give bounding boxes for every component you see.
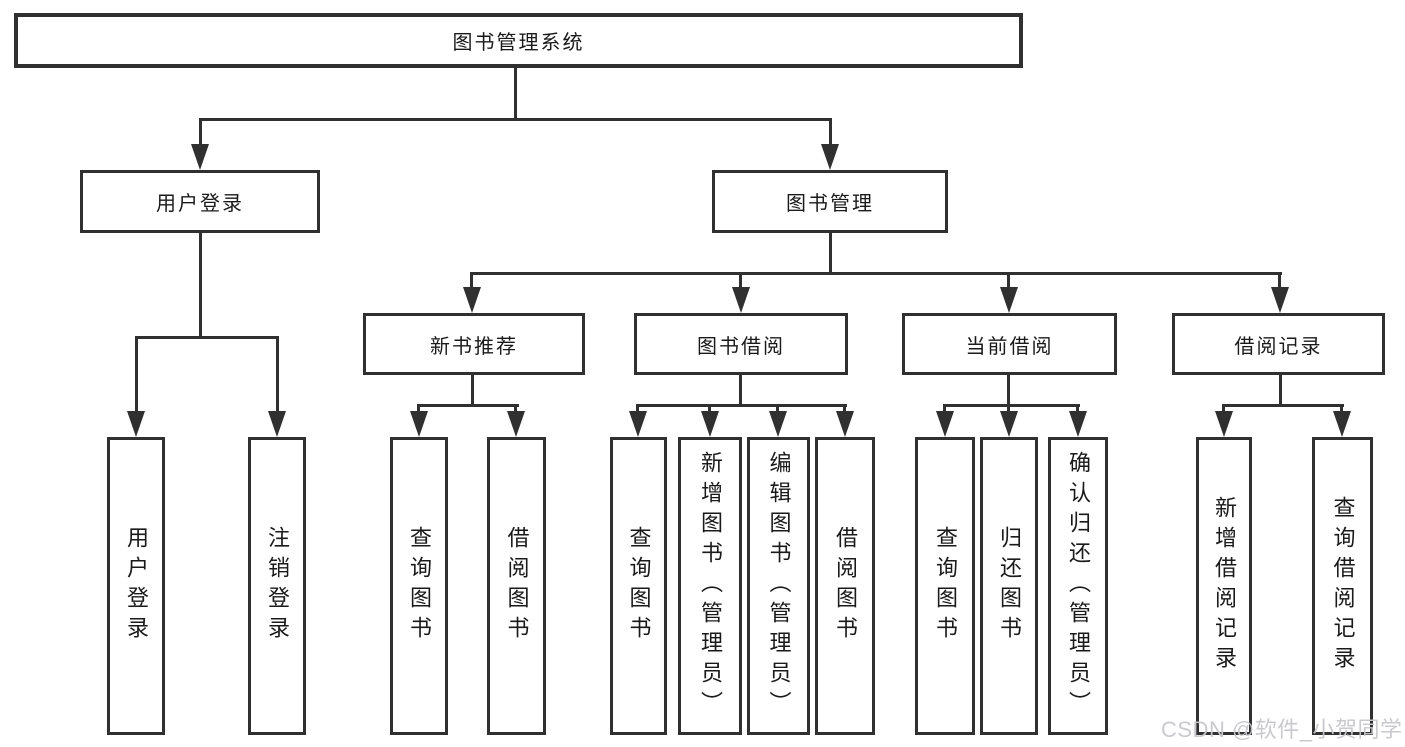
node-user-login-branch: 用户登录 <box>80 170 320 233</box>
connector-line <box>1222 404 1344 407</box>
arrow-down-icon <box>629 411 647 437</box>
connector-line <box>470 272 1282 275</box>
connector-line <box>1076 404 1079 415</box>
leaf-borrow-query-books: 查询图书 <box>610 437 667 735</box>
connector-line <box>739 375 742 407</box>
arrow-down-icon <box>836 411 854 437</box>
node-label: 借阅图书 <box>504 526 530 646</box>
connector-line <box>470 272 473 290</box>
node-label: 查询图书 <box>933 526 958 646</box>
leaf-recommend-query-books: 查询图书 <box>390 437 448 735</box>
connector-line <box>636 404 639 415</box>
connector-line <box>1007 404 1010 415</box>
connector-line <box>417 404 420 415</box>
node-label: 图书借阅 <box>697 335 785 358</box>
node-label: 确认归还（管理员） <box>1066 451 1091 721</box>
node-label: 图书管理 <box>786 193 874 215</box>
connector-line <box>135 336 138 415</box>
leaf-user-login: 用户登录 <box>107 437 165 735</box>
leaf-recommend-borrow-books: 借阅图书 <box>487 437 546 735</box>
arrow-down-icon <box>732 287 750 313</box>
node-label: 用户登录 <box>156 193 244 215</box>
arrow-down-icon <box>127 411 145 437</box>
arrow-down-icon <box>1271 287 1289 313</box>
arrow-down-icon <box>936 411 954 437</box>
node-label: 用户登录 <box>124 526 149 646</box>
leaf-current-query-books: 查询图书 <box>915 437 975 735</box>
connector-line <box>776 404 779 415</box>
connector-line <box>708 404 711 415</box>
arrow-down-icon <box>268 411 286 437</box>
node-library-management-system: 图书管理系统 <box>14 13 1023 68</box>
connector-line <box>829 233 832 275</box>
arrow-down-icon <box>507 411 525 437</box>
leaf-borrow-borrow-books: 借阅图书 <box>815 437 875 735</box>
connector-line <box>1278 272 1281 290</box>
node-label: 借阅图书 <box>833 526 858 646</box>
connector-line <box>1279 375 1282 407</box>
connector-line <box>276 336 279 415</box>
arrow-down-icon <box>769 411 787 437</box>
arrow-down-icon <box>1333 411 1351 437</box>
connector-line <box>1007 272 1010 290</box>
connector-line <box>199 233 202 338</box>
leaf-borrow-edit-books-admin: 编辑图书（管理员） <box>747 437 810 735</box>
arrow-down-icon <box>1215 411 1233 437</box>
arrow-down-icon <box>463 287 481 313</box>
node-label: 新增图书（管理员） <box>698 451 723 721</box>
connector-line <box>471 375 474 407</box>
node-borrowing-records: 借阅记录 <box>1172 313 1385 375</box>
arrow-down-icon <box>410 411 428 437</box>
node-label: 新书推荐 <box>430 335 518 358</box>
node-label: 借阅记录 <box>1234 335 1323 358</box>
connector-line <box>1007 375 1010 407</box>
watermark-text: CSDN @软件_小贺同学 <box>1161 717 1403 742</box>
node-label: 新增借阅记录 <box>1212 496 1237 676</box>
connector-line <box>943 404 1080 407</box>
leaf-records-add-record: 新增借阅记录 <box>1196 437 1252 735</box>
node-label: 查询图书 <box>407 526 432 646</box>
connector-line <box>514 404 517 415</box>
connector-line <box>943 404 946 415</box>
connector-line <box>199 118 832 121</box>
arrow-down-icon <box>191 144 209 170</box>
connector-line <box>739 272 742 290</box>
connector-line <box>199 118 202 148</box>
node-label: 图书管理系统 <box>452 32 585 54</box>
leaf-borrow-add-books-admin: 新增图书（管理员） <box>678 437 742 735</box>
connector-line <box>636 404 847 407</box>
node-label: 查询图书 <box>626 526 652 646</box>
arrow-down-icon <box>701 411 719 437</box>
node-label: 当前借阅 <box>965 335 1054 358</box>
leaf-logout: 注销登录 <box>248 437 306 735</box>
arrow-down-icon <box>1069 411 1087 437</box>
connector-line <box>417 404 519 407</box>
node-label: 编辑图书（管理员） <box>766 451 792 721</box>
leaf-records-query-record: 查询借阅记录 <box>1312 437 1373 735</box>
connector-line <box>514 68 517 120</box>
node-current-borrowing: 当前借阅 <box>902 313 1117 375</box>
node-new-book-recommendation: 新书推荐 <box>363 313 585 375</box>
node-book-borrowing: 图书借阅 <box>634 313 848 375</box>
connector-line <box>1222 404 1225 415</box>
connector-line <box>135 336 279 339</box>
node-label: 归还图书 <box>997 526 1022 646</box>
leaf-current-return-books: 归还图书 <box>980 437 1038 735</box>
arrow-down-icon <box>1000 287 1018 313</box>
connector-line <box>829 118 832 148</box>
node-label: 查询借阅记录 <box>1330 496 1356 676</box>
arrow-down-icon <box>821 144 839 170</box>
node-book-management: 图书管理 <box>712 170 948 233</box>
connector-line <box>1340 404 1343 415</box>
leaf-current-confirm-return-admin: 确认归还（管理员） <box>1048 437 1108 735</box>
node-label: 注销登录 <box>265 526 290 646</box>
connector-line <box>843 404 846 415</box>
arrow-down-icon <box>1000 411 1018 437</box>
